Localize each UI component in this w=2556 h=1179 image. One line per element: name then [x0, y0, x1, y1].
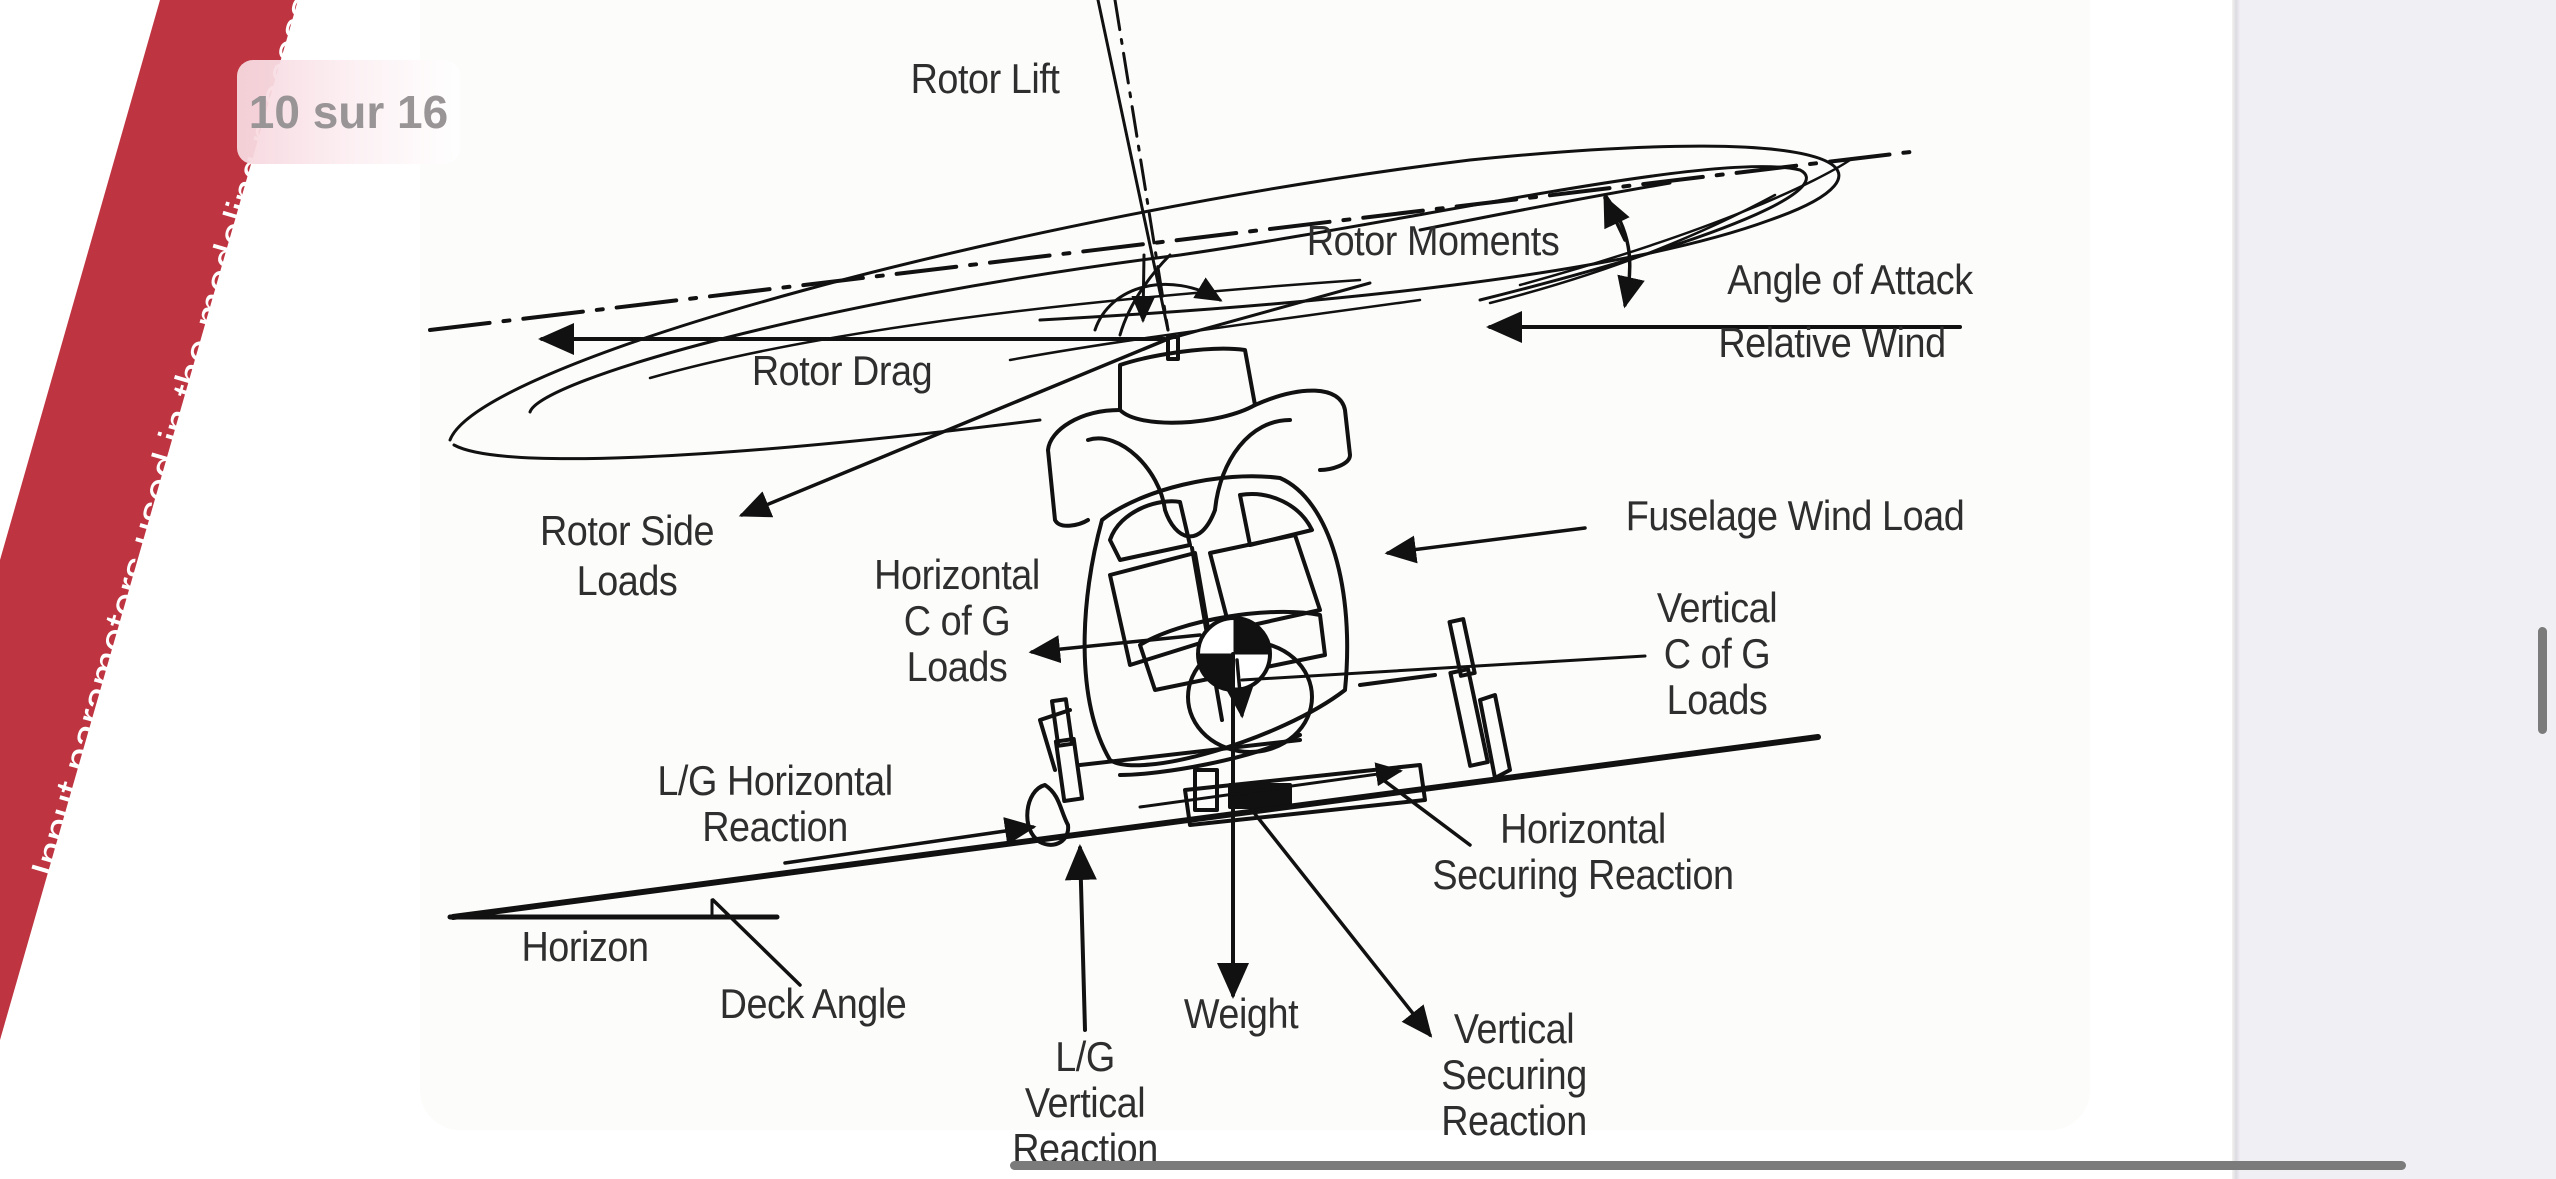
vertical-cog-loads-arrow — [1225, 658, 1254, 719]
deck-line — [450, 734, 1821, 920]
rotor-lift-line — [1096, 0, 1170, 332]
horizontal-scrollbar[interactable] — [1010, 1161, 2406, 1170]
label-line: Loads — [906, 643, 1008, 690]
deck-angle-leader — [711, 898, 802, 987]
rotor-plane-line — [428, 150, 1912, 332]
horizontal-cog-loads-arrow — [1028, 633, 1202, 664]
landing-gear — [1025, 617, 1512, 847]
label-line: L/G — [1055, 1033, 1115, 1080]
page-indicator: 10 sur 16 — [237, 60, 460, 164]
label-rotor-moments: Rotor Moments — [1306, 217, 1560, 264]
label-angle-of-attack: Angle of Attack — [1727, 256, 1973, 303]
lg-horizontal-reaction-arrow — [783, 817, 1037, 865]
label-line: Horizontal — [1500, 805, 1666, 852]
label-line: C of G — [903, 597, 1011, 644]
label-line: Securing Reaction — [1432, 851, 1734, 898]
helicopter-force-diagram — [420, 0, 2090, 1130]
lg-vertical-reaction-arrow — [1064, 844, 1097, 1032]
document-page: Input parameters used in the modeling pr… — [0, 0, 2232, 1179]
vertical-cog-leader — [1240, 654, 1647, 682]
label-rotor-lift: Rotor Lift — [910, 55, 1060, 102]
diagram-drawing — [428, 0, 1962, 1038]
label-line: Reaction — [702, 803, 848, 850]
page-edge-shadow — [2232, 0, 2240, 1179]
label-lg-horizontal-reaction: L/G Horizontal Reaction — [657, 757, 893, 850]
label-line: L/G Horizontal — [657, 757, 893, 804]
label-line: Vertical — [1656, 584, 1778, 631]
label-line: Reaction — [1441, 1097, 1587, 1144]
label-vertical-securing-reaction: Vertical Securing Reaction — [1441, 1006, 1587, 1144]
label-horizontal-securing-reaction: Horizontal Securing Reaction — [1432, 805, 1734, 898]
label-line: Rotor Side — [539, 507, 715, 554]
label-rotor-drag: Rotor Drag — [751, 347, 933, 394]
rotor-moments-arc — [1093, 277, 1223, 332]
figure-background — [420, 0, 2090, 1130]
label-rotor-side-loads: Rotor Side Loads — [539, 507, 715, 604]
label-line: Horizontal — [874, 551, 1040, 598]
label-line: Securing — [1441, 1051, 1587, 1098]
label-line: Loads — [576, 557, 678, 604]
label-deck-angle: Deck Angle — [719, 980, 907, 1027]
helicopter-body — [1038, 335, 1437, 777]
horizontal-securing-reaction-arrow — [1138, 762, 1403, 809]
label-relative-wind: Relative Wind — [1718, 319, 1946, 366]
page-indicator-text: 10 sur 16 — [248, 86, 449, 138]
label-horizontal-cog-loads: Horizontal C of G Loads — [874, 552, 1040, 690]
vertical-scrollbar[interactable] — [2538, 627, 2547, 734]
label-line: Loads — [1666, 676, 1768, 723]
fuselage-wind-load-arrow — [1384, 526, 1587, 564]
label-line: C of G — [1663, 630, 1771, 677]
label-line: Vertical — [1024, 1079, 1146, 1126]
label-weight: Weight — [1183, 990, 1299, 1037]
vertical-securing-reaction-arrow — [1234, 788, 1433, 1038]
label-horizon: Horizon — [521, 923, 649, 970]
label-vertical-cog-loads: Vertical C of G Loads — [1656, 584, 1778, 723]
horizontal-securing-leader — [1376, 774, 1472, 847]
label-fuselage-wind-load: Fuselage Wind Load — [1625, 492, 1965, 539]
rotor-lift-axis — [1113, 0, 1170, 332]
label-lg-vertical-reaction: L/G Vertical Reaction — [1012, 1034, 1158, 1172]
rotor-side-loads-arrow — [738, 337, 1170, 518]
center-of-gravity-symbol — [1196, 616, 1272, 692]
angle-of-attack-arrow — [1603, 193, 1645, 309]
label-line: Vertical — [1453, 1005, 1575, 1052]
